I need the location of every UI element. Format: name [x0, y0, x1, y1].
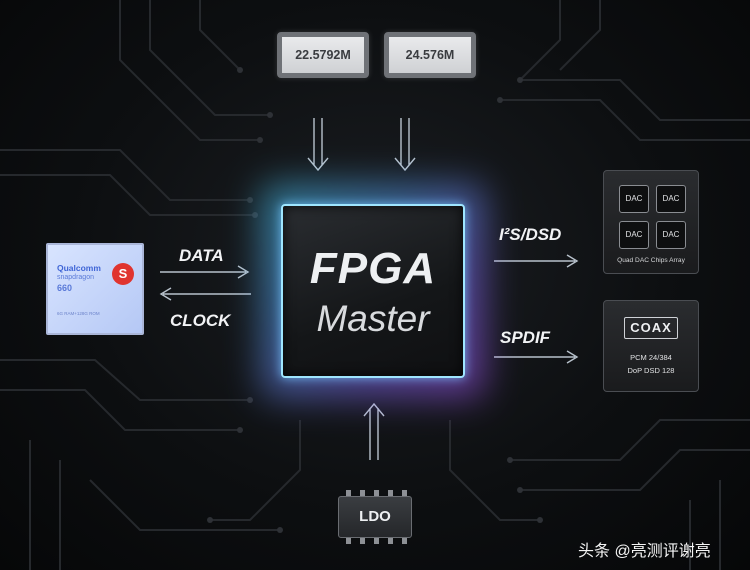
quad-dac-array: DAC DAC DAC DAC Quad DAC Chips Array [603, 170, 699, 274]
coax-output: COAX PCM 24/384 DoP DSD 128 [603, 300, 699, 392]
ldo-pin [360, 490, 365, 496]
watermark-text: 头条 @亮测评谢亮 [578, 543, 711, 560]
ldo-pin [374, 490, 379, 496]
dac-chip: DAC [656, 221, 686, 249]
soc-line: snapdragon [57, 274, 94, 281]
dac-chip: DAC [619, 185, 649, 213]
coax-pcm-spec: PCM 24/384 [630, 353, 672, 362]
clock-oscillator-22m: 22.5792M [277, 32, 369, 78]
data-signal-label: DATA [179, 246, 224, 265]
dac-chip: DAC [656, 185, 686, 213]
ldo-pin [346, 490, 351, 496]
ldo-pin [346, 538, 351, 544]
ldo-pin [360, 538, 365, 544]
ldo-pin [374, 538, 379, 544]
soc-spec: 6G RAM+128G ROM [57, 311, 100, 316]
clock-oscillator-24m: 24.576M [384, 32, 476, 78]
ldo-pin [388, 538, 393, 544]
ldo-chip: LDO [338, 496, 412, 538]
clock-signal-label: CLOCK [170, 311, 231, 330]
spdif-signal-label: SPDIF [500, 328, 551, 347]
connection-arrows [159, 118, 579, 460]
coax-label: COAX [624, 317, 678, 339]
coax-dsd-spec: DoP DSD 128 [627, 366, 675, 375]
ldo-pin [402, 490, 407, 496]
fpga-title: FPGA [309, 244, 437, 293]
fpga-subtitle: Master [316, 298, 430, 339]
dac-chip: DAC [619, 221, 649, 249]
soc-model: 660 [57, 283, 73, 293]
snapdragon-soc-chip: Qualcomm snapdragon 660 S 6G RAM+128G RO… [46, 243, 144, 335]
soc-brand: Qualcomm [57, 263, 101, 273]
ldo-pin [388, 490, 393, 496]
ldo-pin [402, 538, 407, 544]
i2s-dsd-signal-label: I²S/DSD [499, 225, 562, 244]
fpga-chip: FPGA Master [281, 204, 465, 378]
snapdragon-logo-icon: S [112, 263, 134, 285]
dac-array-caption: Quad DAC Chips Array [617, 257, 685, 264]
